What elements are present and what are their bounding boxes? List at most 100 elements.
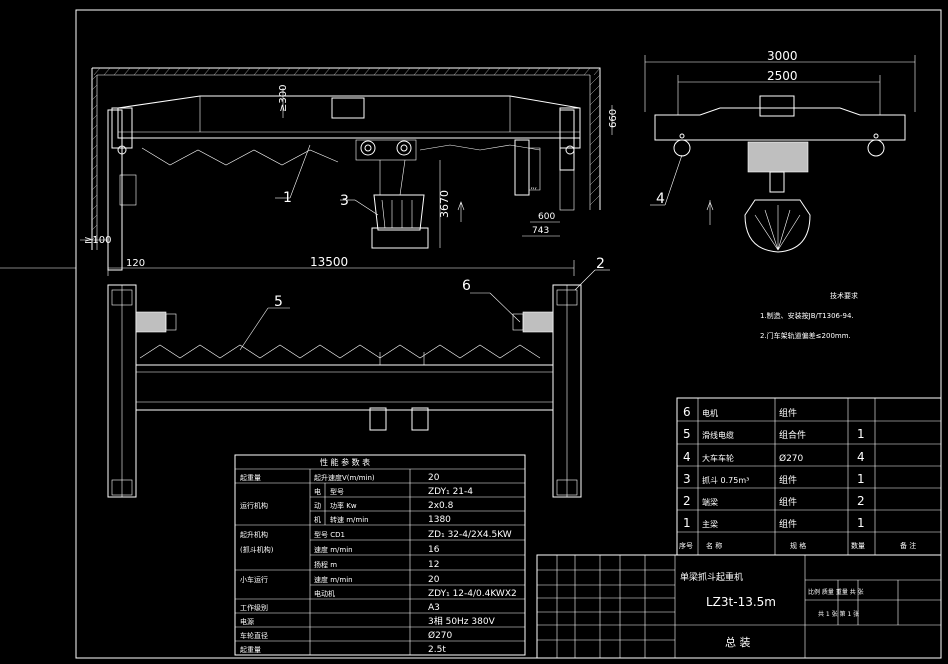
part-name: 抓斗 0.75m³ [702, 475, 749, 485]
rail-label: ﾐ  [530, 184, 538, 190]
dim-span: 13500 [310, 255, 348, 269]
spec-header: 性 能 参 数 表 [320, 457, 370, 467]
spec-param-name: 速度 m/min [314, 575, 353, 584]
parts-header-cell: 数量 [851, 541, 865, 550]
part-spec: 组件 [779, 474, 797, 486]
notes-line2: 2.门车架轨道偏差≤200mm. [760, 331, 851, 340]
part-spec: 组件 [779, 407, 797, 419]
spec-sub-label: 电 [314, 487, 321, 496]
parts-header-cell: 规 格 [790, 541, 806, 550]
callout-1: 1 [283, 190, 292, 206]
part-spec: 组件 [779, 518, 797, 530]
drawing-type: 总 装 [725, 635, 751, 649]
product-model: LZ3t-13.5m [706, 595, 776, 609]
spec-group-label: 电源 [240, 617, 254, 626]
dim-600: 600 [538, 212, 555, 222]
part-number: 3 [683, 472, 691, 486]
spec-sub-label: 机 [314, 515, 321, 524]
sheet-row: 共 1 张 第 1 张 [818, 610, 859, 618]
end-carriage-right [560, 108, 580, 148]
spec-param-value: 16 [428, 545, 440, 555]
spec-param-value: ZDY₁ 12-4/0.4KWX2 [428, 589, 517, 599]
spec-param-name: 型号 [330, 487, 344, 496]
callout-3: 3 [340, 193, 349, 209]
spec-group-label: (抓斗机构) [240, 545, 274, 554]
spec-rows: 起重量 起升速度V(m/min) 20 电型号 ZDY₁ 21-4 运行机构 动功率 Kw 2… [240, 473, 517, 655]
spec-param-name: 起升速度V(m/min) [314, 473, 375, 482]
festoon-cable-plan [140, 345, 540, 358]
dim-hook-height: 3670 [438, 190, 451, 218]
spec-group-label: 运行机构 [240, 501, 268, 510]
product-name: 单梁抓斗起重机 [680, 571, 743, 583]
callout-5: 5 [274, 294, 283, 310]
dim-3000: 3000 [767, 49, 798, 63]
spec-group-label: 小车运行 [240, 575, 268, 584]
spec-param-value: ZDY₁ 21-4 [428, 487, 473, 497]
hoist-motor [748, 142, 808, 172]
part-number: 5 [683, 427, 691, 441]
parts-header-cell: 序号 [679, 541, 693, 550]
spec-table: 性 能 参 数 表 起重量 起升速度V(m/min) 20 电型号 ZDY₁ 21-4 运… [235, 455, 525, 655]
spec-param-value: 3相 50Hz 380V [428, 615, 496, 627]
building-wall-hatch [92, 68, 600, 250]
part-number: 2 [683, 494, 691, 508]
trolley-drive-1 [370, 408, 386, 430]
spec-group-label: 工作级别 [240, 603, 268, 612]
dim-end-offset: 120 [126, 258, 145, 269]
spec-param-name: 电动机 [314, 589, 335, 598]
spec-param-name: 转速 m/min [330, 515, 369, 524]
spec-sub-label: 动 [314, 501, 321, 510]
part-name: 电机 [702, 408, 718, 418]
part-number: 1 [683, 516, 691, 530]
dim-660: 660 [608, 109, 619, 128]
hoist-box [332, 98, 364, 118]
part-qty: 1 [857, 472, 865, 486]
side-view: 3000 2500 4 [645, 49, 915, 252]
spec-param-name: 功率 Kw [330, 501, 357, 510]
callout-4: 4 [656, 191, 665, 207]
right-drive-box [515, 140, 529, 195]
travel-motor-left [136, 312, 176, 332]
part-spec: 组件 [779, 496, 797, 508]
spec-param-name: 速度 m/min [314, 545, 353, 554]
dim-end-clearance: ≥100 [84, 235, 111, 246]
technical-notes: 技术要求 1.制造、安装按JB/T1306-94. 2.门车架轨道偏差≤200m… [760, 291, 858, 340]
callout-2: 2 [596, 256, 605, 272]
part-number: 4 [683, 450, 691, 464]
grab-trolley [356, 140, 428, 248]
part-spec: Ø270 [779, 453, 804, 464]
part-number: 6 [683, 405, 691, 419]
spec-param-value: Ø270 [428, 630, 453, 641]
festoon-cable [142, 148, 338, 165]
spec-param-value: 2.5t [428, 645, 446, 655]
part-name: 滑线电缆 [702, 430, 734, 440]
spec-param-value: 12 [428, 560, 439, 570]
part-name: 大车车轮 [702, 453, 734, 463]
travel-motor-right [513, 312, 553, 332]
spec-param-value: 20 [428, 473, 440, 483]
notes-line1: 1.制造、安装按JB/T1306-94. [760, 311, 854, 320]
part-qty: 1 [857, 516, 865, 530]
grab-bucket [745, 200, 810, 252]
parts-list: 6电机组件5滑线电缆组合件14大车车轮Ø27043抓斗 0.75m³组件12端梁… [677, 398, 941, 555]
front-elevation-view: ≥300 3670 660 600 743 ﾐ  13500 120 ≥10… [80, 68, 619, 276]
spec-param-name: 型号 CD1 [314, 530, 345, 539]
spec-group-label: 起重量 [240, 474, 261, 482]
spec-param-value: 2x0.8 [428, 501, 454, 511]
title-block: 单梁抓斗起重机 LZ3t-13.5m 总 装 比例 质量 重量 共 张 共 1 … [537, 555, 941, 658]
dim-743: 743 [532, 226, 549, 236]
part-qty: 4 [857, 450, 865, 464]
dim-2500: 2500 [767, 69, 798, 83]
parts-header-cell: 备 注 [900, 541, 916, 550]
dim-top-clearance: ≥300 [278, 85, 289, 112]
right-column [560, 110, 574, 170]
scale-row: 比例 质量 重量 共 张 [808, 588, 864, 596]
part-spec: 组合件 [779, 429, 806, 441]
spec-param-value: 1380 [428, 515, 451, 525]
spec-group-label: 车轮直径 [240, 631, 268, 640]
callout-6: 6 [462, 278, 471, 294]
part-name: 主梁 [702, 519, 718, 529]
parts-header-cell: 名 称 [706, 541, 722, 550]
spec-param-name: 扬程 m [314, 560, 337, 569]
spec-param-value: A3 [428, 603, 440, 613]
